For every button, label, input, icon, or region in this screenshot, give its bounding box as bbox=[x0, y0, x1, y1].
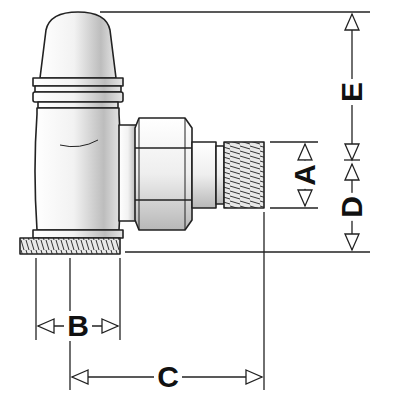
dimension-label: A bbox=[290, 161, 320, 189]
dimension-label: C bbox=[154, 362, 182, 392]
valve-body bbox=[20, 12, 264, 254]
dimension-lines bbox=[36, 12, 370, 390]
dimension-label: B bbox=[64, 311, 92, 341]
dimension-label: D bbox=[337, 193, 367, 221]
dimension-label: E bbox=[337, 79, 367, 105]
